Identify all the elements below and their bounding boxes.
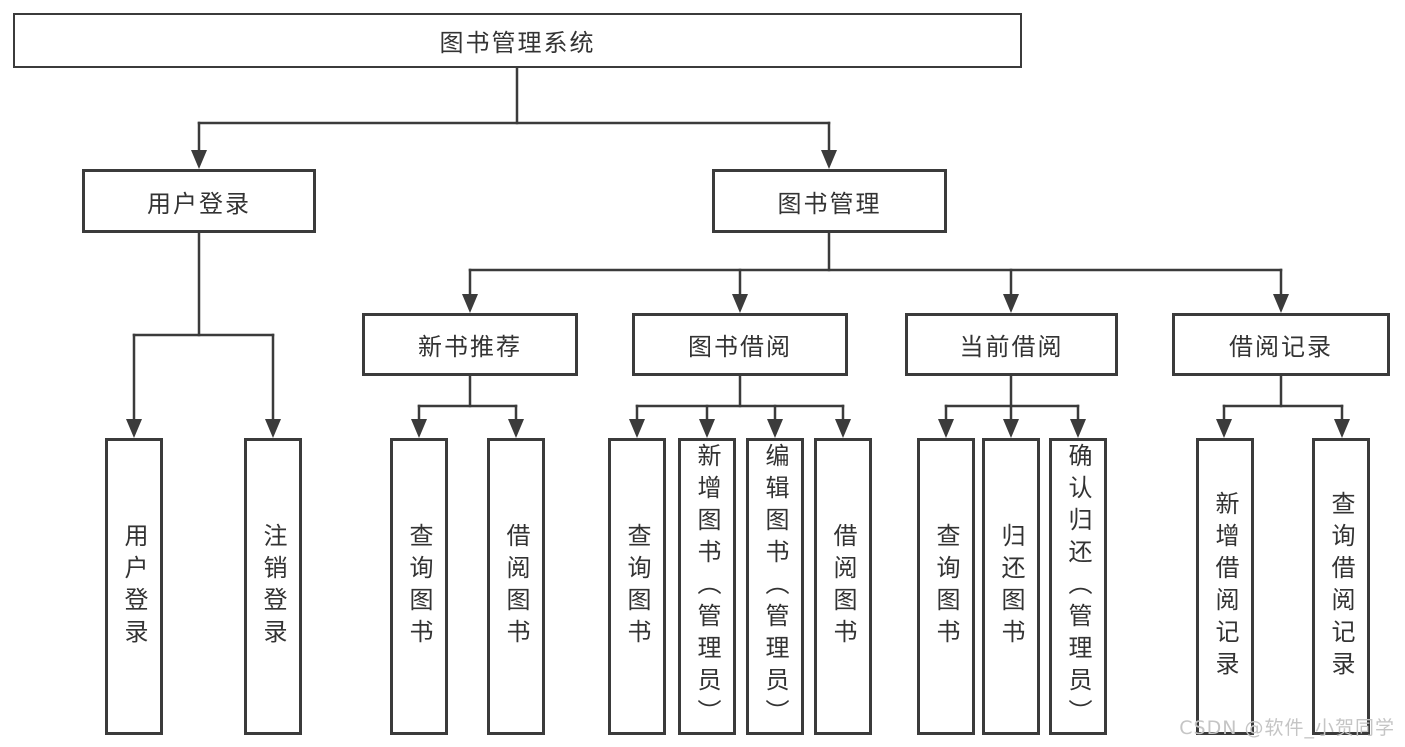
node-borrow-records: 借阅记录 [1172, 313, 1390, 376]
leaf-current-query-books: 查询图书 [917, 438, 975, 735]
node-user-login: 用户登录 [82, 169, 316, 233]
leaf-recommend-query-books: 查询图书 [390, 438, 448, 735]
leaf-borrow-query-books: 查询图书 [608, 438, 666, 735]
leaf-confirm-return-admin-label: 确认归还（管理员） [1064, 442, 1092, 731]
leaf-recommend-borrow-books: 借阅图书 [487, 438, 545, 735]
node-current-borrow-label: 当前借阅 [959, 333, 1064, 361]
leaf-borrow-books-label: 借阅图书 [829, 522, 857, 651]
leaf-add-borrow-record-label: 新增借阅记录 [1211, 490, 1239, 683]
leaf-recommend-borrow-books-label: 借阅图书 [502, 522, 530, 651]
leaf-borrow-query-books-label: 查询图书 [623, 522, 651, 651]
leaf-confirm-return-admin: 确认归还（管理员） [1049, 438, 1107, 735]
node-new-book-recommend-label: 新书推荐 [418, 333, 522, 361]
leaf-edit-books-admin-label: 编辑图书（管理员） [761, 442, 789, 731]
leaf-borrow-books: 借阅图书 [814, 438, 872, 735]
node-root-label: 图书管理系统 [439, 29, 596, 57]
leaf-user-login: 用户登录 [105, 438, 163, 735]
node-book-borrow-label: 图书借阅 [688, 333, 792, 361]
leaf-return-books: 归还图书 [982, 438, 1040, 735]
leaf-logout: 注销登录 [244, 438, 302, 735]
csdn-watermark: CSDN @软件_小贺同学 [1179, 717, 1395, 739]
leaf-user-login-label: 用户登录 [120, 522, 148, 651]
arrowheads [126, 150, 1350, 438]
leaf-query-borrow-record-label: 查询借阅记录 [1327, 490, 1355, 683]
node-book-management-label: 图书管理 [777, 189, 882, 218]
node-current-borrow: 当前借阅 [905, 313, 1118, 376]
node-book-management: 图书管理 [712, 169, 947, 233]
node-new-book-recommend: 新书推荐 [362, 313, 578, 376]
node-book-borrow: 图书借阅 [632, 313, 848, 376]
leaf-current-query-books-label: 查询图书 [932, 522, 960, 651]
leaf-return-books-label: 归还图书 [997, 522, 1025, 651]
node-root: 图书管理系统 [13, 13, 1022, 68]
node-borrow-records-label: 借阅记录 [1229, 333, 1333, 361]
leaf-query-borrow-record: 查询借阅记录 [1312, 438, 1370, 735]
leaf-logout-label: 注销登录 [259, 522, 287, 651]
leaf-add-books-admin: 新增图书（管理员） [678, 438, 736, 735]
node-user-login-label: 用户登录 [147, 189, 251, 218]
leaf-add-borrow-record: 新增借阅记录 [1196, 438, 1254, 735]
leaf-add-books-admin-label: 新增图书（管理员） [693, 442, 721, 731]
leaf-edit-books-admin: 编辑图书（管理员） [746, 438, 804, 735]
leaf-recommend-query-books-label: 查询图书 [405, 522, 433, 651]
